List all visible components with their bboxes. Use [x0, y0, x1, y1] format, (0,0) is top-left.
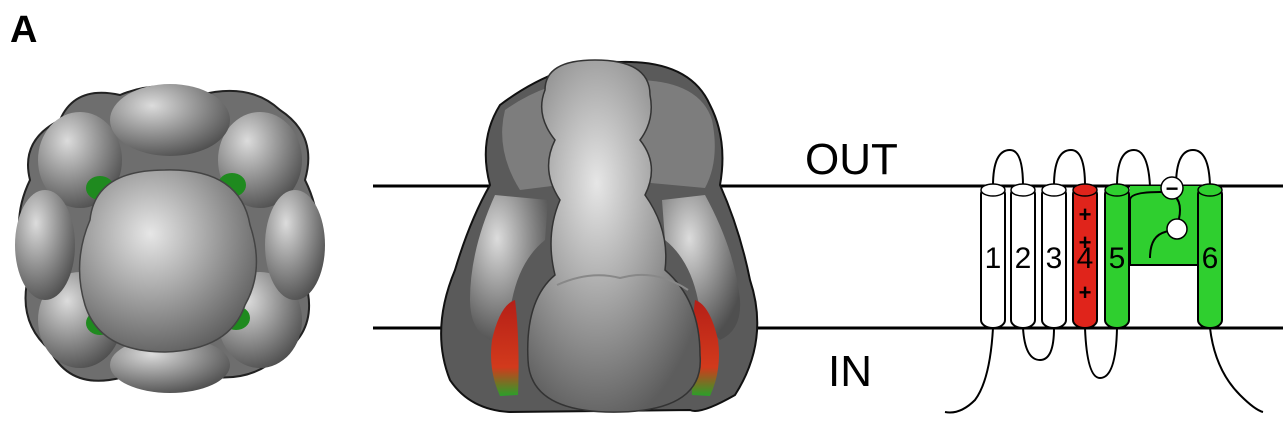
segment-s3: 3 — [1042, 184, 1066, 328]
s4-charge-3: + — [1079, 280, 1092, 305]
panel-label: A — [10, 9, 37, 51]
segment-s3-label: 3 — [1046, 242, 1063, 275]
segment-s5-label: 5 — [1109, 242, 1126, 275]
out-label: OUT — [805, 135, 898, 184]
pore-loop-ion-icon — [1167, 219, 1187, 239]
segment-s6-cap — [1198, 184, 1222, 196]
segment-s1: 1 — [981, 184, 1005, 328]
s4-charge-2: + — [1079, 230, 1092, 255]
segment-s6: 6 — [1198, 184, 1222, 328]
segment-s1-label: 1 — [985, 242, 1002, 275]
channel-top-view — [15, 84, 325, 393]
loop-s3-s4 — [1054, 150, 1085, 186]
segment-s2-cap — [1011, 184, 1035, 196]
loop-s5-pore — [1117, 150, 1150, 186]
loop-s2-s3 — [1023, 328, 1054, 360]
n-terminus-tail — [945, 328, 993, 413]
loop-s4-s5 — [1085, 328, 1117, 378]
in-label: IN — [828, 347, 872, 396]
segment-s3-cap — [1042, 184, 1066, 196]
pore-loop-charge: − — [1166, 176, 1179, 201]
loop-s1-s2 — [993, 150, 1023, 186]
segment-s2-label: 2 — [1015, 242, 1032, 275]
segment-s5: 5 — [1105, 184, 1129, 328]
channel-side-view — [441, 60, 757, 412]
segment-s5-cap — [1105, 184, 1129, 196]
segment-s4-cap — [1073, 184, 1097, 196]
segment-s1-cap — [981, 184, 1005, 196]
segment-s2: 2 — [1011, 184, 1035, 328]
s4-charges: + + + — [1079, 202, 1092, 305]
segment-s6-label: 6 — [1202, 242, 1219, 275]
c-terminus-tail — [1210, 328, 1263, 412]
s4-charge-1: + — [1079, 202, 1092, 227]
